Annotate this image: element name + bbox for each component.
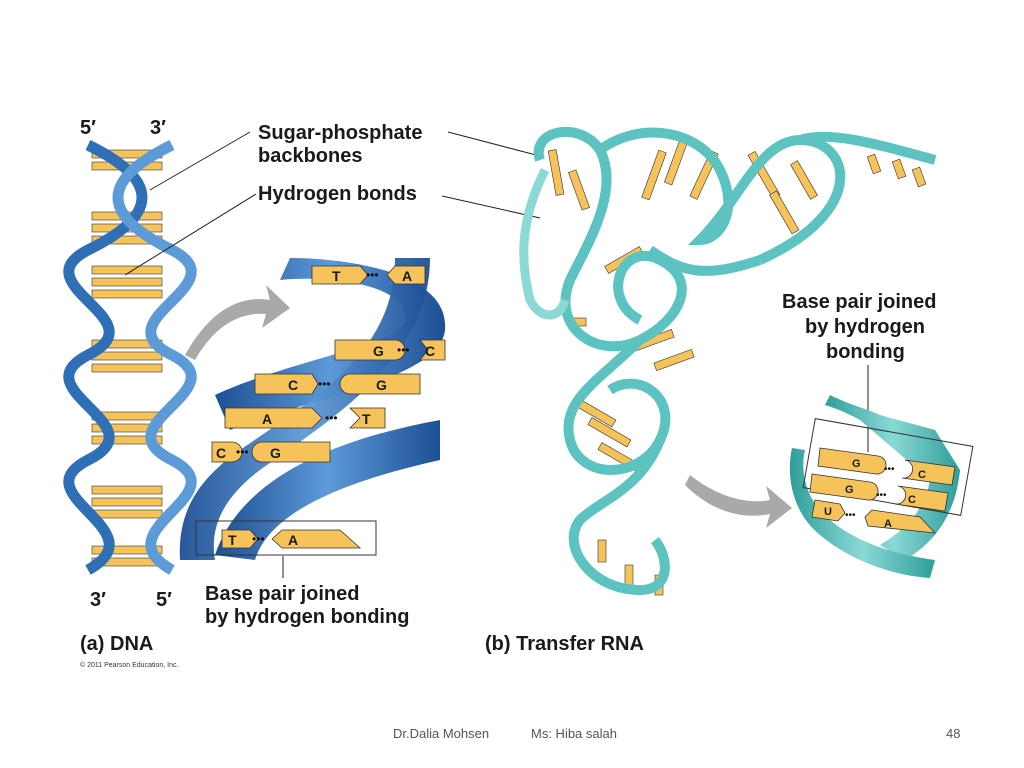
label-dna-base-pair-1: Base pair joined: [205, 583, 360, 605]
dna-pair-3-right: G: [376, 377, 387, 393]
label-dna-base-pair-2: by hydrogen bonding: [205, 606, 410, 628]
dna-small-strand-2: [112, 140, 197, 575]
hydrogen-bond-dots: •••: [236, 445, 249, 459]
hydrogen-bond-dots: •••: [397, 343, 410, 357]
dna-large-back-strand: [215, 420, 440, 560]
dna-pair-1: T A •••: [311, 265, 426, 285]
slide-number: 48: [946, 726, 961, 741]
rna-pair-1-right: C: [918, 469, 926, 481]
label-rna-base-pair-2: by hydrogen: [805, 316, 926, 338]
dna-pair-5-right: G: [270, 445, 281, 461]
trna-zoom-strand-back: [825, 395, 960, 560]
rna-pair-3-right: A: [884, 518, 892, 530]
hydrogen-bond-dots: •••: [876, 490, 887, 501]
trna-backbone-4: [563, 336, 671, 475]
trna-backbone-2: [597, 127, 846, 265]
dna-bottom-5-prime: 5′: [156, 589, 172, 611]
zoom-arrow-dna: [185, 285, 290, 360]
dna-pair-5-left: C: [216, 445, 226, 461]
leader-line-backbone-rna: [447, 131, 537, 156]
leader-line-hbond-dna: [124, 193, 257, 276]
dna-pair-6-left: T: [228, 532, 237, 548]
leader-line-hbond-rna: [441, 195, 541, 219]
trna-backbone-6: [519, 167, 570, 320]
dna-pair-6-right: A: [288, 532, 298, 548]
hydrogen-bond-dots: •••: [366, 268, 379, 282]
dna-helix-small: [63, 140, 197, 575]
dna-pair-1-right: A: [402, 268, 412, 284]
rna-pair-1: G C •••: [817, 447, 956, 486]
dna-pair-3-left: C: [288, 377, 298, 393]
highlight-box-rna: [802, 418, 974, 516]
trna-zoom: G C ••• G C ••• U A •••: [789, 395, 974, 578]
label-rna-base-pair-1: Base pair joined: [782, 291, 937, 313]
hydrogen-bond-dots: •••: [325, 411, 338, 425]
label-hydrogen-bonds: Hydrogen bonds: [258, 183, 417, 205]
footer-author-2: Ms: Hiba salah: [531, 726, 617, 741]
trna-structure: [519, 127, 937, 596]
label-backbones: backbones: [258, 145, 363, 167]
dna-small-strand-1: [63, 140, 148, 575]
rna-pair-2-right: C: [908, 494, 916, 506]
dna-bottom-3-prime: 3′: [90, 589, 106, 611]
dna-pair-6: T A •••: [195, 520, 377, 556]
dna-top-3-prime: 3′: [150, 117, 166, 139]
panel-label-trna: (b) Transfer RNA: [485, 633, 644, 655]
dna-pair-4-right: T: [362, 411, 371, 427]
dna-top-5-prime: 5′: [80, 117, 96, 139]
dna-pair-2: G C •••: [334, 339, 446, 361]
highlight-box-dna: [195, 520, 377, 556]
hydrogen-bond-dots: •••: [252, 532, 265, 546]
hydrogen-bond-dots: •••: [318, 377, 331, 391]
hydrogen-bond-dots: •••: [884, 464, 895, 475]
dna-pair-3: C G •••: [254, 373, 421, 395]
dna-pair-4-left: A: [262, 411, 272, 427]
hydrogen-bond-dots: •••: [845, 510, 856, 521]
trna-backbone-5: [568, 438, 670, 596]
rna-pair-2: G C •••: [809, 473, 949, 512]
dna-pair-5: C G •••: [211, 441, 331, 463]
dna-pair-1-left: T: [332, 268, 341, 284]
rna-pair-3: U A •••: [811, 499, 937, 534]
panel-label-dna: (a) DNA: [80, 633, 154, 655]
rna-pair-1-left: G: [852, 458, 861, 470]
label-sugar-phosphate: Sugar-phosphate: [258, 122, 423, 144]
dna-pair-2-right: C: [425, 343, 435, 359]
dna-pair-2-left: G: [373, 343, 384, 359]
copyright-notice: © 2011 Pearson Education, Inc.: [80, 662, 179, 669]
rna-pair-3-left: U: [824, 506, 832, 518]
dna-pair-4: A T •••: [224, 407, 386, 429]
label-rna-base-pair-3: bonding: [826, 341, 905, 363]
footer-author-1: Dr.Dalia Mohsen: [393, 726, 490, 741]
zoom-arrow-rna: [685, 475, 792, 528]
rna-pair-2-left: G: [845, 484, 854, 496]
leader-line-backbone-dna: [149, 131, 251, 191]
trna-backbone-3: [647, 131, 937, 276]
